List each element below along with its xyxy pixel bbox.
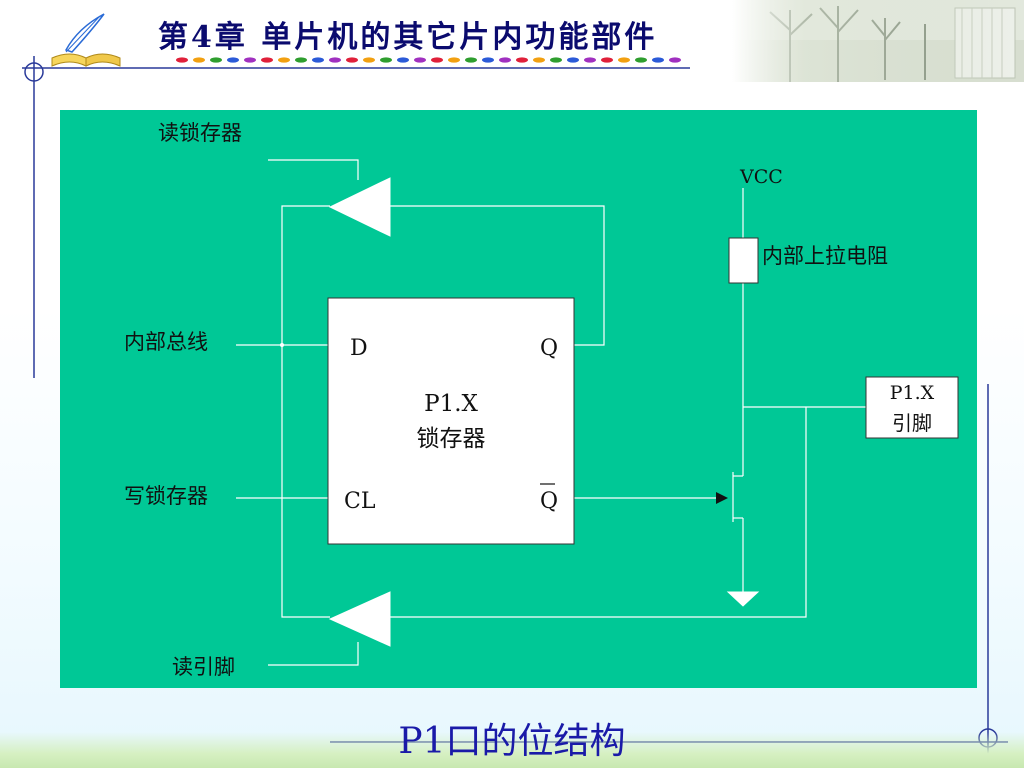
read-latch-control-line	[268, 159, 359, 180]
latch-name-line1: P1.X	[424, 391, 478, 417]
read-pin-buffer	[328, 591, 391, 647]
port-qbar-label: Q	[540, 489, 558, 514]
port-d-label: D	[350, 336, 368, 361]
footer-title: P1口的位结构	[398, 721, 626, 762]
port-q-label: Q	[540, 336, 558, 361]
read-latch-label: 读锁存器	[158, 121, 242, 145]
q-feedback-line	[390, 205, 605, 346]
p1x-latch-box	[327, 297, 575, 545]
vcc-label: VCC	[739, 166, 783, 188]
read-pin-control-line	[268, 642, 359, 666]
read-latch-buffer	[328, 177, 391, 237]
read-pin-feedback-line	[390, 407, 807, 618]
write-latch-label: 写锁存器	[124, 484, 208, 508]
left-bus-line	[281, 205, 330, 618]
pin-label-line2: 引脚	[892, 411, 932, 435]
page-title: 第4章 单片机的其它片内功能部件	[158, 20, 658, 55]
latch-name-line2: 锁存器	[417, 426, 486, 452]
pin-label-line1: P1.X	[890, 382, 935, 404]
pullup-resistor	[728, 237, 759, 284]
ground-symbol	[726, 591, 760, 607]
bus-junction-dot	[280, 343, 284, 347]
internal-bus-label: 内部总线	[124, 330, 208, 354]
pullup-resistor-label: 内部上拉电阻	[762, 244, 888, 268]
port-cl-label: CL	[344, 489, 376, 514]
p1x-pin-box	[865, 376, 959, 439]
footer-band	[0, 732, 1024, 768]
gate-arrow	[716, 492, 728, 504]
read-pin-label: 读引脚	[172, 655, 235, 679]
